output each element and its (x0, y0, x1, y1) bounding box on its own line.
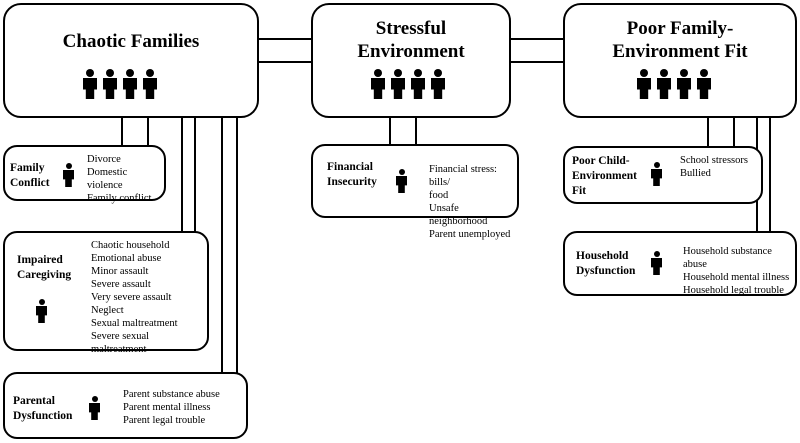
list-item: Domestic violence (87, 167, 128, 191)
family-conflict-list: Divorce Domestic violence Family conflic… (87, 153, 164, 205)
family-conflict-title: Family Conflict (10, 162, 50, 189)
list-item: Minor assault (91, 266, 149, 277)
person-icon (697, 69, 711, 99)
list-item: Sexual maltreatment (91, 318, 178, 329)
list-item: Divorce (87, 154, 121, 165)
list-item: Bullied (680, 168, 711, 179)
list-item: School stressors (680, 155, 748, 166)
list-item: Very severe assault (91, 292, 172, 303)
person-icon (637, 69, 651, 99)
person-icon (391, 69, 405, 99)
parental-dysfunction-title: Parental Dysfunction (13, 395, 73, 422)
list-item: Parent legal trouble (123, 415, 206, 426)
impaired-caregiving-box: Impaired Caregiving Chaotic household Em… (3, 231, 209, 355)
person-icon (657, 69, 671, 99)
household-dysfunction-title: Household Dysfunction (576, 250, 636, 277)
chaotic-families-title: Chaotic Families (62, 31, 200, 52)
person-icon (411, 69, 425, 99)
poor-fit-box: Poor Family- Environment Fit (563, 3, 797, 118)
person-icon (396, 169, 407, 193)
household-dysfunction-box: Household Dysfunction Household substanc… (563, 231, 797, 296)
impaired-caregiving-list: Chaotic household Emotional abuse Minor … (91, 239, 207, 356)
person-icon (651, 162, 662, 186)
stressful-environment-box: Stressful Environment (311, 3, 511, 118)
impaired-caregiving-title: Impaired Caregiving (17, 254, 72, 281)
list-item: Household mental illness (683, 272, 790, 283)
poor-child-fit-list: School stressors Bullied (680, 154, 748, 180)
list-item: Parent unemployed (429, 229, 511, 240)
family-conflict-box: Family Conflict Divorce Domestic violenc… (3, 145, 166, 204)
person-icon (143, 69, 157, 99)
list-item: Neglect (91, 305, 124, 316)
list-item: Parent substance abuse (123, 389, 220, 400)
person-icon (651, 251, 662, 275)
person-icon (83, 69, 97, 99)
parental-dysfunction-list: Parent substance abuse Parent mental ill… (123, 388, 220, 427)
list-item: Household substance abuse (683, 246, 772, 270)
person-icon (36, 299, 47, 323)
list-item: Family conflict (87, 193, 152, 204)
person-icon (371, 69, 385, 99)
household-dysfunction-list: Household substance abuse Household ment… (683, 245, 795, 297)
financial-insecurity-title: Financial Insecurity (327, 161, 377, 188)
person-icon (123, 69, 137, 99)
list-item: Parent mental illness (123, 402, 211, 413)
poor-child-fit-box: Poor Child- Environment Fit School stres… (563, 146, 763, 204)
list-item: Household legal trouble (683, 285, 784, 296)
parental-dysfunction-box: Parental Dysfunction Parent substance ab… (3, 372, 248, 439)
list-item: Unsafe neighborhood (429, 203, 488, 227)
list-item: Severe sexual maltreatment (91, 331, 150, 355)
person-icon (63, 163, 74, 187)
person-icon (431, 69, 445, 99)
financial-insecurity-list: Financial stress: bills/ food Unsafe nei… (429, 163, 517, 241)
poor-child-fit-title: Poor Child- Environment Fit (572, 155, 637, 197)
chaotic-families-box: Chaotic Families (3, 3, 259, 118)
person-group (637, 69, 711, 99)
person-icon (103, 69, 117, 99)
list-item: Severe assault (91, 279, 151, 290)
list-item: Emotional abuse (91, 253, 162, 264)
stressful-environment-title: Stressful Environment (357, 18, 465, 62)
person-icon (677, 69, 691, 99)
list-item: Financial stress: bills/ food (429, 164, 497, 201)
person-group (83, 69, 157, 99)
person-group (371, 69, 445, 99)
list-item: Chaotic household (91, 240, 170, 251)
poor-fit-title: Poor Family- Environment Fit (612, 18, 748, 62)
financial-insecurity-box: Financial Insecurity Financial stress: b… (311, 144, 519, 240)
person-icon (89, 396, 100, 420)
